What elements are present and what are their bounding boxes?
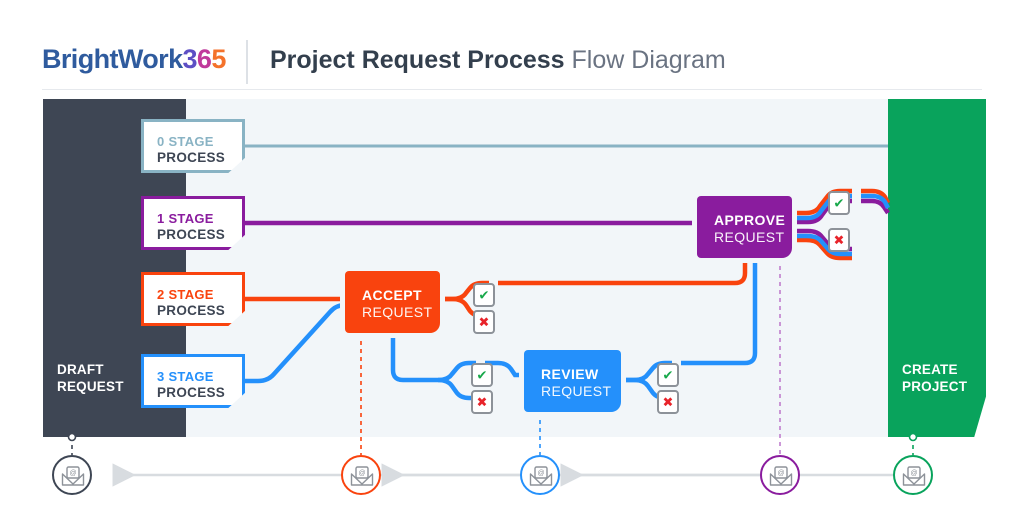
review-request-card[interactable]: REVIEW REQUEST <box>524 350 621 412</box>
email-icon: @ <box>769 466 793 486</box>
stage-chip-3-number: 3 STAGE <box>157 369 214 384</box>
review-in-approve-checkbox[interactable]: ✔ <box>471 363 493 387</box>
check-icon: ✔ <box>833 195 845 211</box>
check-icon: ✔ <box>662 367 674 383</box>
stage-chip-3-word: PROCESS <box>157 385 226 400</box>
review-request-line2: REQUEST <box>541 383 612 399</box>
logo-digit-3: 3 <box>182 44 198 74</box>
email-icon: @ <box>529 466 553 486</box>
approve-request-card[interactable]: APPROVE REQUEST <box>697 196 792 258</box>
page-title-light: Flow Diagram <box>571 46 726 74</box>
stage-chip-0-word: PROCESS <box>157 150 226 165</box>
stage-chip-2-number: 2 STAGE <box>157 287 214 302</box>
page-title-bold: Project Request Process <box>270 46 565 74</box>
cross-icon: ✖ <box>476 394 488 410</box>
stage-chip-1-number: 1 STAGE <box>157 211 214 226</box>
approve-reject-checkbox[interactable]: ✖ <box>828 228 850 252</box>
accept-approve-checkbox[interactable]: ✔ <box>473 283 495 307</box>
accept-request-line2: REQUEST <box>362 304 433 320</box>
logo-digit-6: 6 <box>196 44 212 74</box>
draft-notification-node[interactable]: @ <box>52 455 92 495</box>
svg-text:@: @ <box>358 470 365 477</box>
review-reject-checkbox[interactable]: ✖ <box>657 390 679 414</box>
page-title: Project Request Process Flow Diagram <box>270 48 726 73</box>
header-rule <box>42 89 982 90</box>
svg-text:@: @ <box>777 470 784 477</box>
review-in-reject-checkbox[interactable]: ✖ <box>471 390 493 414</box>
svg-text:@: @ <box>910 470 917 477</box>
approve-approve-checkbox[interactable]: ✔ <box>828 191 850 215</box>
approve-notification-node[interactable]: @ <box>760 455 800 495</box>
logo-digit-5: 5 <box>211 44 226 74</box>
cross-icon: ✖ <box>662 394 674 410</box>
email-icon: @ <box>902 466 926 486</box>
create-project-label: CREATE PROJECT <box>902 361 986 396</box>
stage-chip-1-word: PROCESS <box>157 227 226 242</box>
stage-chip-3[interactable]: 3 STAGE PROCESS <box>141 354 245 408</box>
create-project-panel[interactable]: CREATE PROJECT <box>888 99 986 437</box>
draft-request-line1: DRAFT <box>57 362 104 377</box>
page-header: BrightWork365 Project Request Process Fl… <box>0 0 1024 92</box>
accept-request-line1: ACCEPT <box>362 287 422 303</box>
create-project-line1: CREATE <box>902 362 958 377</box>
svg-text:@: @ <box>537 470 544 477</box>
approve-request-line1: APPROVE <box>714 212 786 228</box>
create-notification-node[interactable]: @ <box>893 455 933 495</box>
stage-chip-0-number: 0 STAGE <box>157 134 214 149</box>
accept-request-card[interactable]: ACCEPT REQUEST <box>345 271 440 333</box>
draft-request-label: DRAFT REQUEST <box>57 361 177 396</box>
cross-icon: ✖ <box>833 232 845 248</box>
check-icon: ✔ <box>476 367 488 383</box>
cross-icon: ✖ <box>478 314 490 330</box>
logo-wordmark: BrightWork <box>42 44 183 74</box>
accept-reject-checkbox[interactable]: ✖ <box>473 310 495 334</box>
email-icon: @ <box>61 466 85 486</box>
stage-chip-2-word: PROCESS <box>157 303 226 318</box>
svg-text:@: @ <box>69 470 76 477</box>
email-icon: @ <box>350 466 374 486</box>
stage-chip-0[interactable]: 0 STAGE PROCESS <box>141 119 245 173</box>
approve-request-line2: REQUEST <box>714 229 785 245</box>
stage-chip-1[interactable]: 1 STAGE PROCESS <box>141 196 245 250</box>
header-divider <box>246 40 248 84</box>
review-notification-node[interactable]: @ <box>520 455 560 495</box>
review-approve-checkbox[interactable]: ✔ <box>657 363 679 387</box>
stage-chip-2[interactable]: 2 STAGE PROCESS <box>141 272 245 326</box>
brightwork365-logo: BrightWork365 <box>42 46 226 73</box>
create-project-line2: PROJECT <box>902 379 968 395</box>
accept-notification-node[interactable]: @ <box>341 455 381 495</box>
check-icon: ✔ <box>478 287 490 303</box>
review-request-line1: REVIEW <box>541 366 599 382</box>
draft-request-line2: REQUEST <box>57 379 124 395</box>
